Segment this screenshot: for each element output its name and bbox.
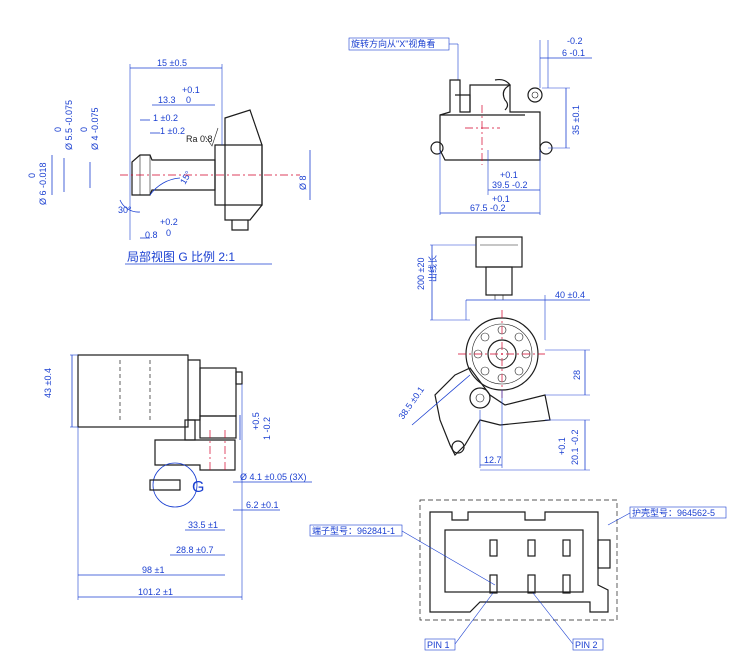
dim-13-3-tol-dn: 0 (186, 95, 191, 105)
dim-dia-4-tol: 0 (79, 127, 89, 132)
dim-67-5-tol: +0.1 (492, 194, 510, 204)
dim-6-2: 6.2 ±0.1 (246, 500, 278, 510)
detail-view-g: 15 ±0.5 13.3 +0.1 0 1 ±0.2 1 ±0.2 Ra 0.8… (27, 58, 311, 265)
dim-dia-6-tol: 0 (27, 173, 37, 178)
dim-13-3: 13.3 (158, 95, 176, 105)
dim-20-1: 20.1 -0.2 (570, 429, 580, 465)
side-view: G 43 ±0.4 +0.5 1 -0.2 Ø 4.1 ±0.05 (3X) 6… (43, 354, 312, 600)
dim-dia-5-5: Ø 5.5 -0.075 (64, 100, 74, 150)
dim-40: 40 ±0.4 (555, 290, 585, 300)
top-view: 旋转方向从"X"视角看 +0.1 39.5 -0.2 +0.1 67.5 -0.… (348, 36, 592, 215)
terminal-model-label: 端子型号：962841-1 (312, 525, 395, 536)
roughness-ra: Ra 0.8 (186, 134, 213, 144)
dim-200: 200 ±20 (416, 258, 426, 290)
dim-20-1-tol: +0.1 (557, 437, 567, 455)
dim-28: 28 (572, 370, 582, 380)
view-letter-g: G (192, 479, 204, 496)
lead-length-label: 出线长 (427, 255, 438, 282)
dim-28-8: 28.8 ±0.7 (176, 545, 213, 555)
dim-dia-6: Ø 6 -0.018 (38, 162, 48, 205)
front-view: 200 ±20 出线长 40 ±0.4 28 +0.1 20.1 -0.2 12… (396, 236, 590, 471)
dim-1-a: 1 ±0.2 (153, 113, 178, 123)
angle-15: 15° (178, 169, 194, 186)
angle-30: 30° (118, 205, 132, 215)
dim-38-5: 38.5 ±0.1 (396, 385, 426, 421)
dim-43: 43 ±0.4 (43, 368, 53, 398)
dim-12-7: 12.7 (484, 455, 502, 465)
dim-6-tol: -0.2 (567, 36, 583, 46)
dim-dia-8: Ø 8 (298, 175, 308, 190)
pin1-label: PIN 1 (427, 640, 450, 650)
pin2-label: PIN 2 (575, 640, 598, 650)
dim-98: 98 ±1 (142, 565, 164, 575)
dim-35: 35 ±0.1 (571, 105, 581, 135)
dim-1-b: 1 ±0.2 (160, 126, 185, 136)
dim-39-5-tol: +0.1 (500, 170, 518, 180)
rotation-note: 旋转方向从"X"视角看 (351, 38, 435, 49)
dim-67-5: 67.5 -0.2 (470, 203, 506, 213)
detail-view-caption: 局部视图 G 比例 2:1 (127, 249, 235, 264)
dim-dia-4: Ø 4 -0.075 (90, 107, 100, 150)
dim-length-15: 15 ±0.5 (157, 58, 187, 68)
dim-0-8: 0.8 (145, 230, 158, 240)
dim-0-8-tol-dn: 0 (166, 228, 171, 238)
connector-detail: 端子型号：962841-1 护壳型号：964562-5 PIN 1 PIN 2 (309, 499, 727, 651)
housing-model-label: 护壳型号：964562-5 (632, 507, 715, 518)
dim-1-side: 1 -0.2 (262, 417, 272, 440)
dim-0-8-tol-up: +0.2 (160, 217, 178, 227)
dim-101-2: 101.2 ±1 (138, 587, 173, 597)
dim-hole-4-1: Ø 4.1 ±0.05 (3X) (240, 472, 306, 482)
dim-33-5: 33.5 ±1 (188, 520, 218, 530)
dim-1-side-tol: +0.5 (251, 412, 261, 430)
dim-39-5: 39.5 -0.2 (492, 180, 528, 190)
dim-dia-5-5-tol: 0 (53, 127, 63, 132)
dim-6: 6 -0.1 (562, 48, 585, 58)
dim-13-3-tol-up: +0.1 (182, 85, 200, 95)
